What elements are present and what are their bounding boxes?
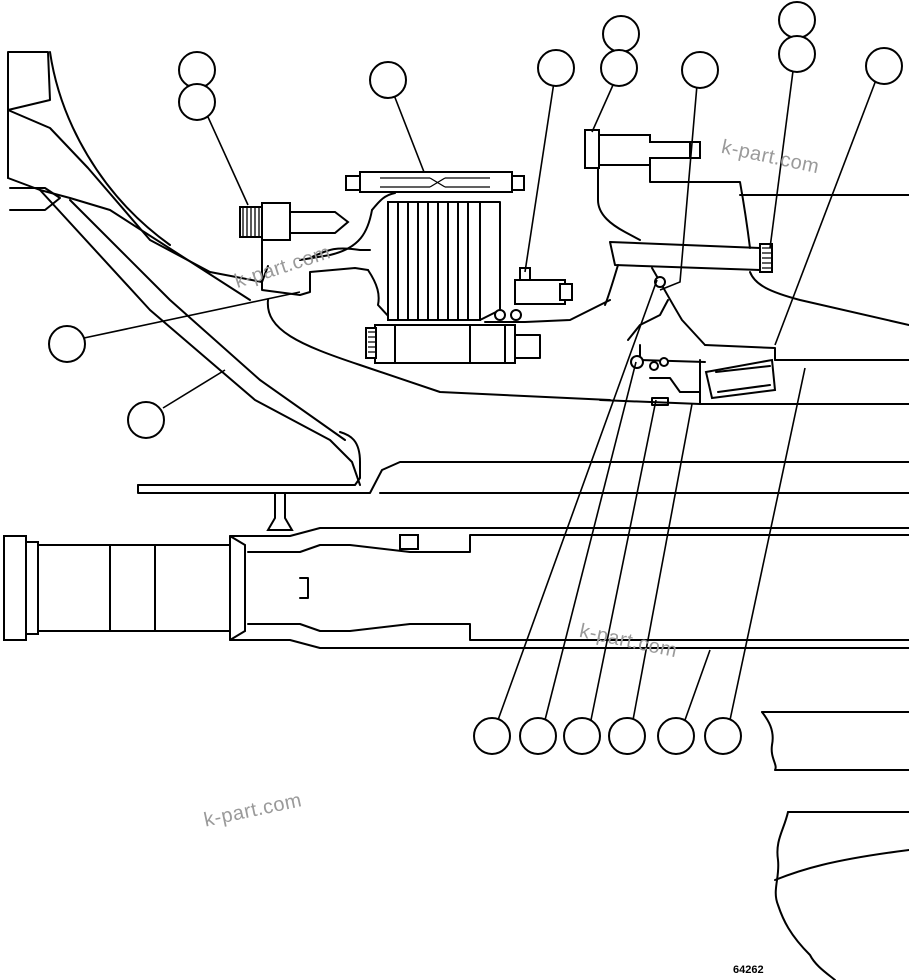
callout-balloon[interactable] <box>48 325 86 363</box>
callout-balloon[interactable] <box>602 15 640 53</box>
callout-balloon[interactable] <box>865 47 903 85</box>
callout-balloon[interactable] <box>178 83 216 121</box>
callout-balloon[interactable] <box>600 49 638 87</box>
disc-pack <box>345 171 525 321</box>
callout-balloon[interactable] <box>608 717 646 755</box>
callout-balloon[interactable] <box>519 717 557 755</box>
callout-balloon[interactable] <box>178 51 216 89</box>
left-bolt <box>239 202 350 241</box>
callout-balloon[interactable] <box>704 717 742 755</box>
leader-lines <box>83 70 877 721</box>
housing-outline <box>7 51 361 486</box>
brake-housing <box>261 192 611 401</box>
callout-balloon[interactable] <box>473 717 511 755</box>
piston-assembly <box>365 267 611 364</box>
callout-balloon[interactable] <box>778 1 816 39</box>
callout-balloon[interactable] <box>778 35 816 73</box>
lower-right-housing <box>761 711 909 980</box>
callout-balloon[interactable] <box>537 49 575 87</box>
callout-balloon[interactable] <box>127 401 165 439</box>
bearing-assembly <box>599 276 909 406</box>
axle-shaft <box>3 527 909 649</box>
upper-right-bolt <box>584 129 701 169</box>
callout-balloon[interactable] <box>563 717 601 755</box>
callout-balloon[interactable] <box>681 51 719 89</box>
callout-balloon[interactable] <box>369 61 407 99</box>
right-carrier <box>597 164 909 346</box>
drawing-number: 64262 <box>733 964 764 976</box>
callout-balloon[interactable] <box>657 717 695 755</box>
flange-plate <box>137 431 909 531</box>
callout-balloons <box>48 1 903 755</box>
